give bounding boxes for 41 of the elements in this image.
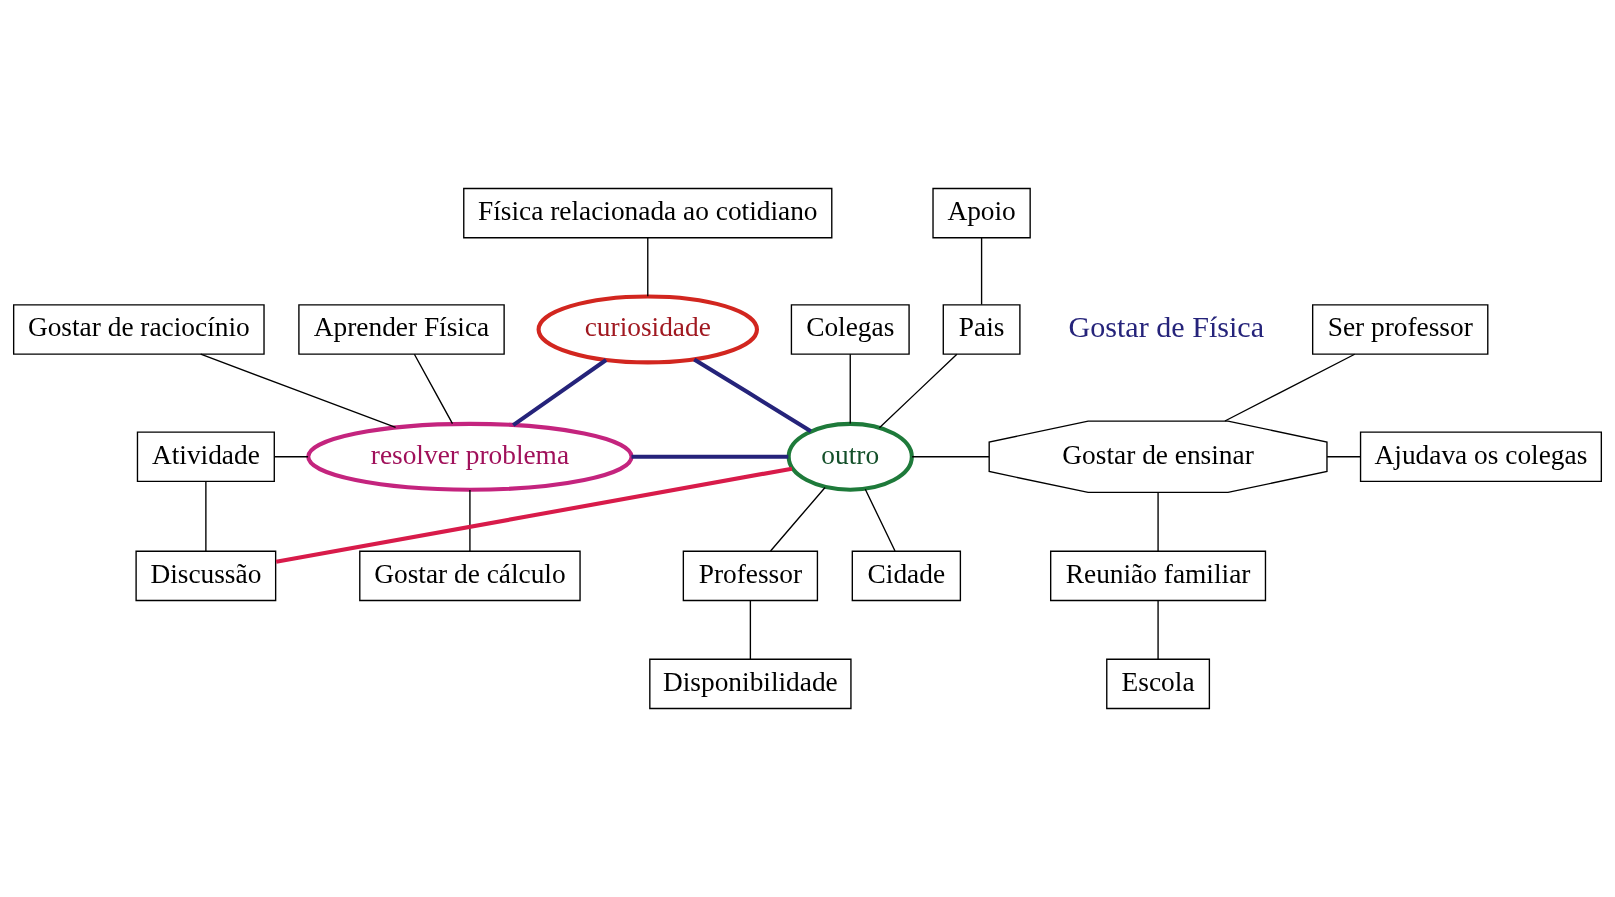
- connector: [1157, 491, 1159, 552]
- connector: [200, 353, 397, 429]
- connector: [769, 486, 826, 552]
- connector: [749, 599, 752, 660]
- label: Gostar de Física: [1068, 310, 1265, 345]
- node-box: Ser professor: [1312, 304, 1489, 355]
- node-box: Ajudava os colegas: [1359, 431, 1603, 483]
- connector: [205, 481, 207, 552]
- node-ellipse: outro: [786, 421, 914, 492]
- node-box: Aprender Física: [298, 304, 505, 355]
- node-box: Gostar de raciocínio: [12, 304, 265, 355]
- node-ellipse: curiosidade: [536, 294, 759, 365]
- connector: [1157, 599, 1159, 660]
- node-box: Física relacionada ao cotidiano: [463, 187, 833, 239]
- connector: [878, 353, 958, 429]
- connector: [631, 454, 789, 459]
- connector: [647, 237, 649, 298]
- connector: [911, 456, 990, 458]
- node-box: Disponibilidade: [649, 658, 852, 710]
- node-box: Reunião familiar: [1050, 550, 1267, 602]
- connector: [275, 466, 793, 564]
- connector: [980, 237, 983, 306]
- connector: [1326, 456, 1361, 458]
- node-box: Escola: [1106, 658, 1211, 710]
- connector: [469, 489, 471, 552]
- connector: [512, 358, 608, 427]
- node-box: Discussão: [135, 550, 277, 602]
- node-box: Colegas: [790, 304, 910, 355]
- connector: [1224, 353, 1356, 422]
- connector: [864, 488, 896, 552]
- node-box: Pais: [942, 304, 1021, 355]
- node-ellipse: resolver problema: [306, 421, 634, 492]
- node-box: Professor: [682, 550, 819, 602]
- node-box: Atividade: [136, 431, 275, 483]
- connector: [273, 456, 309, 458]
- node-box: Gostar de cálculo: [359, 550, 581, 602]
- connector: [693, 357, 812, 433]
- node-box: Apoio: [932, 187, 1031, 239]
- node-box: Cidade: [851, 550, 962, 602]
- connector: [413, 353, 454, 425]
- connector: [849, 353, 851, 425]
